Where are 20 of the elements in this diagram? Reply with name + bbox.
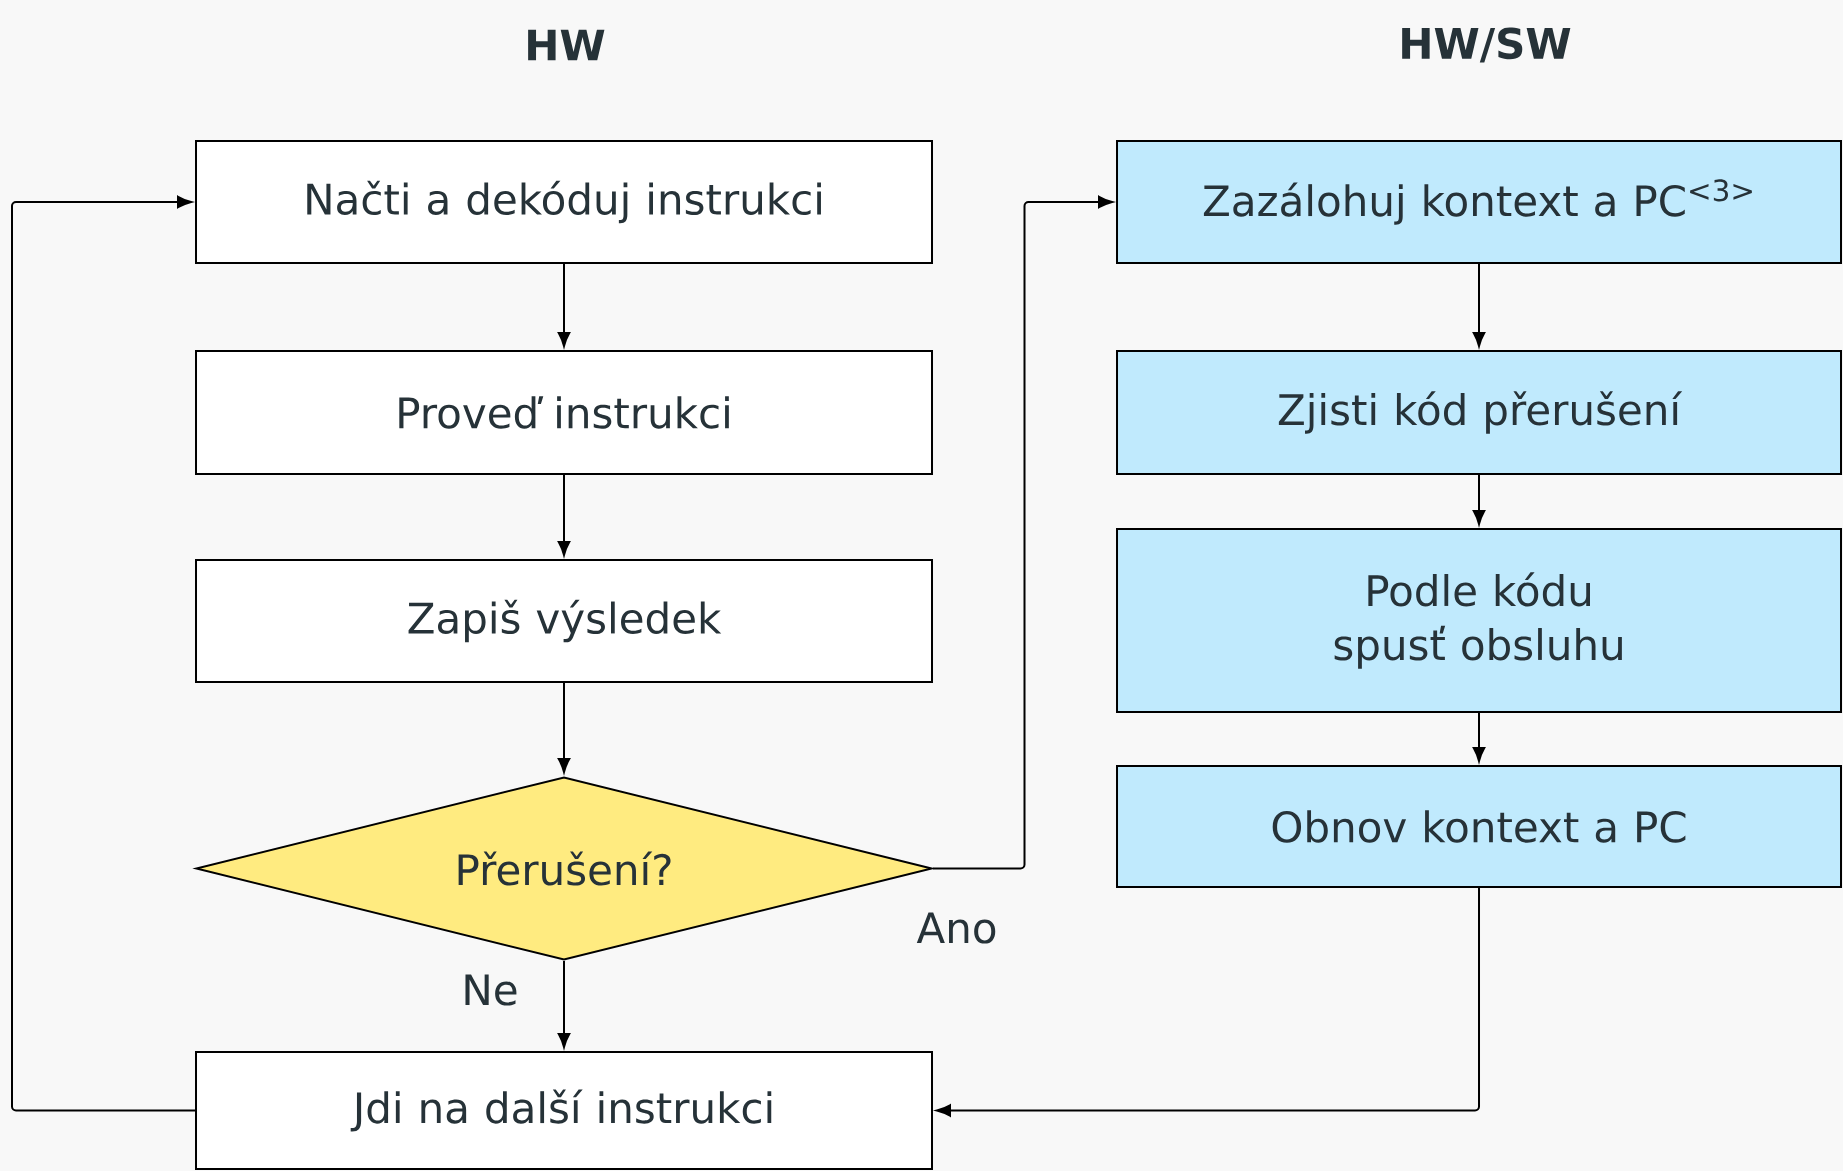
arrow [1472,474,1486,525]
arrow [557,682,571,773]
arrow [557,960,571,1048]
process-box: Zjisti kód přerušení [1116,350,1842,475]
process-box: Proveď instrukci [195,350,933,475]
arrow [1472,263,1486,347]
process-box: Zapiš výsledek [195,559,933,683]
arrow [932,195,1114,870]
arrow [11,195,196,1112]
arrow [557,263,571,347]
process-box: Podle kódu spusť obsluhu [1116,528,1842,713]
edge-label: Ne [459,972,521,1008]
column-heading: HW [528,29,605,61]
process-box: Obnov kontext a PC [1116,765,1842,888]
column-heading: HW/SW [1402,27,1571,63]
process-box: Jdi na další instrukci [195,1051,933,1170]
arrow [1472,712,1486,762]
process-box: Načti a dekóduj instrukci [195,140,933,264]
arrow [557,474,571,556]
process-box: Zazálohuj kontext a PC$^{<3>}$ [1116,140,1842,264]
